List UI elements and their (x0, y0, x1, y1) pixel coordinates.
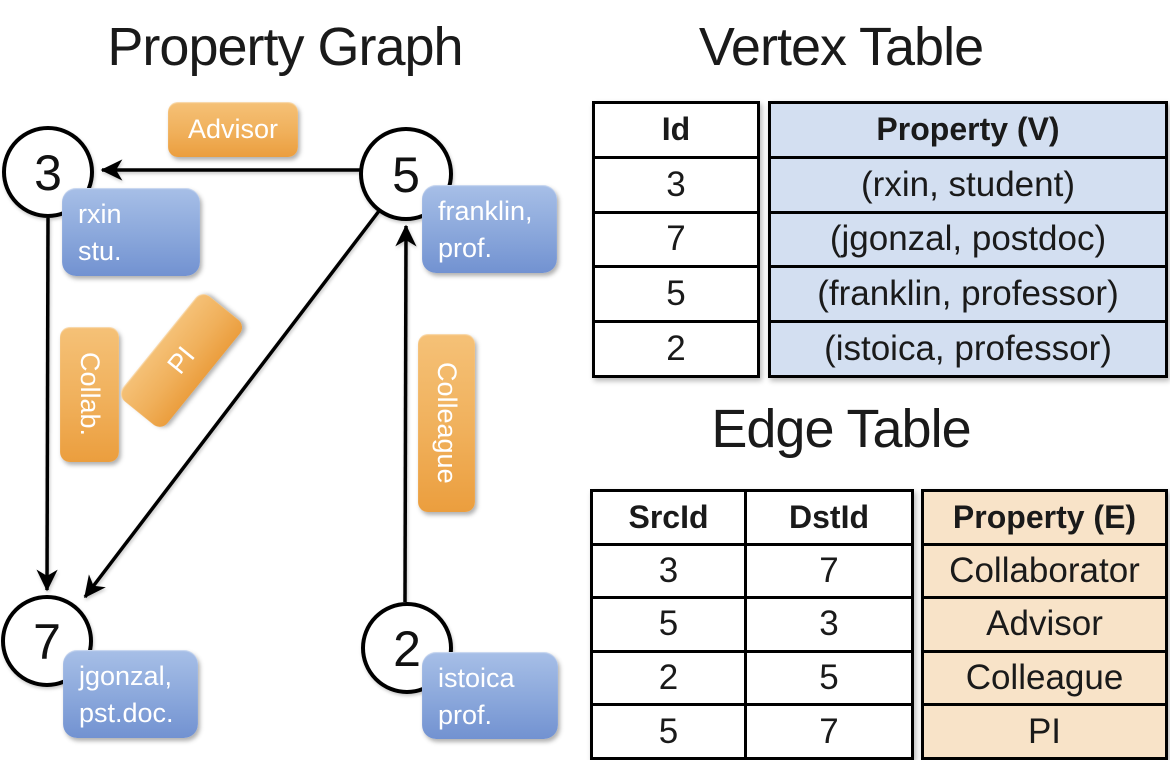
edge-table-cell-srcid: 5 (593, 706, 747, 757)
edge-table-row: 5 7 (593, 703, 911, 757)
node-property-box-2: istoica prof. (422, 652, 558, 739)
edge-label-collab: Collab. (60, 327, 119, 462)
edge-table-header-dstid: DstId (789, 498, 869, 535)
edge-label-advisor: Advisor (168, 102, 298, 157)
edge-table-cell-srcid: 5 (593, 599, 747, 650)
vertex-table-cell-property: (istoica, professor) (771, 320, 1165, 375)
node-property-box-7: jgonzal, pst.doc. (63, 650, 198, 738)
node-property-line: prof. (438, 700, 493, 731)
vertex-table-header-id: Id (595, 104, 757, 156)
edge-table-cell-dstid: 7 (819, 711, 839, 751)
vertex-node-2-id: 2 (393, 621, 421, 677)
node-property-line: pst.doc. (79, 698, 174, 729)
edge-table-row: 2 5 (593, 649, 911, 704)
edge-label-colleague: Colleague (418, 334, 475, 512)
node-property-line: franklin, (438, 196, 533, 226)
edge-table-cell-property: Advisor (924, 596, 1165, 650)
vertex-node-5-id: 5 (392, 147, 420, 203)
node-property-line: stu. (78, 236, 122, 267)
vertex-table-header-property: Property (V) (771, 104, 1165, 156)
vertex-table-cell-id: 2 (595, 320, 757, 375)
edge-colleague-arrow (395, 224, 417, 603)
vertex-table-cell-id: 7 (595, 210, 757, 266)
edge-table-cell-srcid: 3 (593, 545, 747, 597)
vertex-node-7-id: 7 (33, 614, 61, 670)
vertex-table-title: Vertex Table (698, 17, 984, 77)
vertex-table-property-column: Property (V) (rxin, student) (jgonzal, p… (768, 101, 1168, 378)
vertex-table-cell-property: (rxin, student) (771, 155, 1165, 211)
vertex-table-id-column: Id 3 7 5 2 (592, 101, 760, 378)
vertex-table: Id 3 7 5 2 Property (V) (rxin, student) … (592, 101, 1168, 378)
edge-table-property-column: Property (E) Collaborator Advisor Collea… (921, 489, 1168, 760)
vertex-table-cell-id: 5 (595, 265, 757, 321)
edge-table-cell-srcid: 2 (593, 652, 747, 704)
vertex-node-3-id: 3 (34, 145, 62, 201)
edge-table-row: 3 7 (593, 542, 911, 597)
edge-table-cell-dstid: 3 (819, 604, 839, 644)
node-property-line: jgonzal, (79, 661, 173, 691)
vertex-table-cell-id: 3 (595, 155, 757, 211)
node-property-line: rxin (78, 199, 122, 229)
node-property-box-3: rxin stu. (62, 188, 200, 276)
edge-table-cell-dstid: 7 (819, 550, 839, 590)
edge-table-header-property: Property (E) (924, 492, 1165, 543)
node-property-box-5: franklin, prof. (422, 185, 557, 273)
edge-table-title: Edge Table (711, 399, 971, 459)
node-property-line: istoica (438, 663, 515, 693)
vertex-table-cell-property: (jgonzal, postdoc) (771, 210, 1165, 266)
edge-table-cell-property: Colleague (924, 649, 1165, 704)
edge-table-cell-dstid: 5 (819, 658, 839, 698)
vertex-table-cell-property: (franklin, professor) (771, 265, 1165, 321)
edge-table-header-srcid: SrcId (593, 492, 747, 543)
node-property-line: prof. (438, 233, 493, 264)
edge-table: SrcId DstId 3 7 5 3 2 5 5 7 Property (E)… (590, 489, 1168, 760)
edge-collab-arrow (36, 217, 58, 592)
edge-pi-arrow (83, 209, 381, 599)
edge-table-header-row: SrcId DstId (593, 492, 911, 543)
edge-table-cell-property: Collaborator (924, 542, 1165, 597)
edge-table-src-dst-columns: SrcId DstId 3 7 5 3 2 5 5 7 (590, 489, 914, 760)
edge-table-row: 5 3 (593, 596, 911, 650)
edge-table-cell-property: PI (924, 703, 1165, 757)
property-graph-title: Property Graph (107, 17, 463, 77)
